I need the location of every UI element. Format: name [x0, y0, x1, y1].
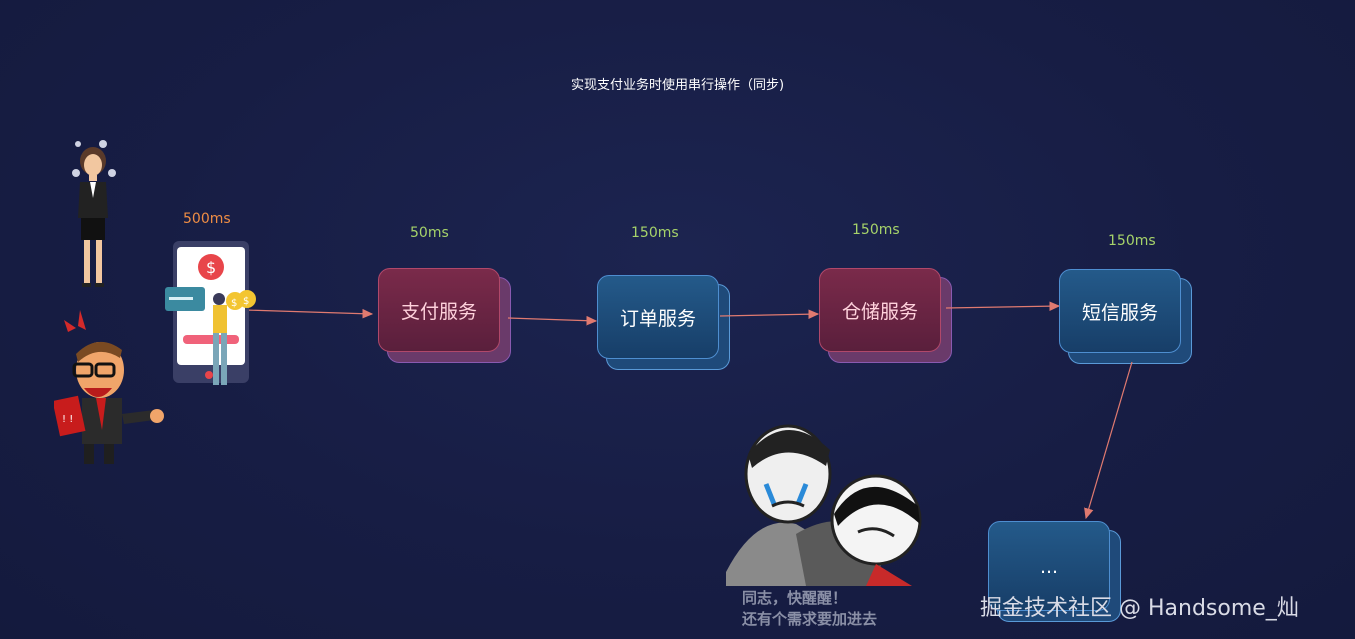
svg-text:$: $: [206, 258, 216, 277]
phone-payment-illustration: $ $ $: [165, 241, 256, 385]
arrow-pay-to-order: [507, 315, 598, 326]
arrow-storage-to-sms: [945, 301, 1061, 311]
watermark: 掘金技术社区 @ Handsome_灿: [980, 596, 1299, 621]
svg-text:$: $: [243, 296, 249, 307]
time-sms: 150ms: [1108, 233, 1156, 249]
time-order: 150ms: [631, 225, 679, 241]
meme-caption-line1: 同志，快醒醒！: [742, 589, 848, 607]
node-order-service: 订单服务: [597, 275, 730, 370]
woman-illustration: [72, 140, 116, 287]
time-pay: 50ms: [410, 225, 449, 241]
meme-illustration: [726, 424, 922, 586]
time-client: 500ms: [183, 211, 231, 227]
node-pay-service: 支付服务: [378, 268, 511, 363]
node-sms-service: 短信服务: [1059, 269, 1192, 364]
time-storage: 150ms: [852, 222, 900, 238]
diagram-title: 实现支付业务时使用串行操作（同步): [570, 78, 785, 93]
node-pay-label: 支付服务: [400, 300, 477, 323]
meme-caption-line2: 还有个需求要加进去: [742, 610, 878, 628]
angry-man-illustration: ! !: [54, 310, 164, 464]
arrow-sms-to-more: [1084, 361, 1133, 520]
node-order-label: 订单服务: [619, 307, 696, 330]
arrow-client-to-pay: [244, 308, 374, 319]
node-more: ...: [988, 521, 1121, 622]
svg-text:! !: ! !: [62, 414, 73, 425]
node-storage-service: 仓储服务: [819, 268, 952, 363]
svg-text:$: $: [231, 298, 237, 309]
meme-caption: 同志，快醒醒！ 还有个需求要加进去: [742, 588, 877, 630]
node-sms-label: 短信服务: [1081, 301, 1158, 324]
node-storage-label: 仓储服务: [841, 300, 918, 323]
node-more-label: ...: [1039, 556, 1059, 578]
arrow-order-to-storage: [719, 309, 820, 319]
